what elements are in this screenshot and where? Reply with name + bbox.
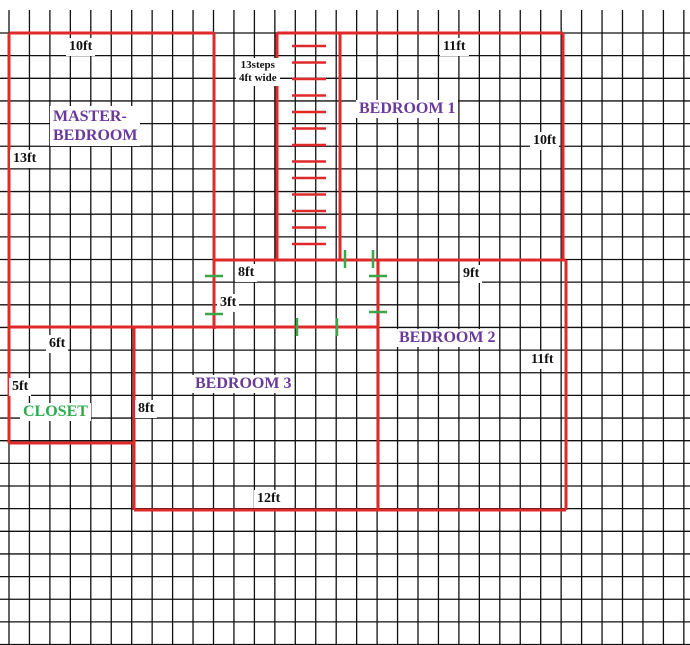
master-bedroom-label: MASTER- BEDROOM bbox=[50, 106, 141, 146]
bedroom1-length-label: 10ft bbox=[530, 132, 560, 150]
bedroom3-length-label: 8ft bbox=[135, 400, 158, 418]
bedroom3-label: BEDROOM 3 bbox=[192, 375, 295, 393]
closet-length-label: 5ft bbox=[9, 378, 32, 396]
master-length-label: 13ft bbox=[10, 150, 40, 168]
closet-width-label: 6ft bbox=[46, 335, 69, 353]
bedroom1-width-label: 11ft bbox=[440, 38, 469, 56]
bedroom2-label: BEDROOM 2 bbox=[396, 329, 499, 347]
bedroom1-label: BEDROOM 1 bbox=[356, 100, 459, 118]
hall-width-label: 3ft bbox=[217, 294, 240, 312]
stairs-steps: 13steps bbox=[240, 59, 275, 71]
bedroom2-length-label: 11ft bbox=[528, 351, 557, 369]
hall-length-label: 8ft bbox=[235, 264, 258, 282]
master-width-label: 10ft bbox=[66, 38, 96, 56]
bedroom3-width-label: 12ft bbox=[254, 490, 284, 508]
stairs-width: 4ft wide bbox=[239, 72, 277, 84]
master-name-line2: BEDROOM bbox=[53, 127, 138, 144]
master-name-line1: MASTER- bbox=[53, 108, 127, 125]
closet-label: CLOSET bbox=[20, 403, 91, 421]
bedroom2-width-label: 9ft bbox=[460, 265, 483, 283]
